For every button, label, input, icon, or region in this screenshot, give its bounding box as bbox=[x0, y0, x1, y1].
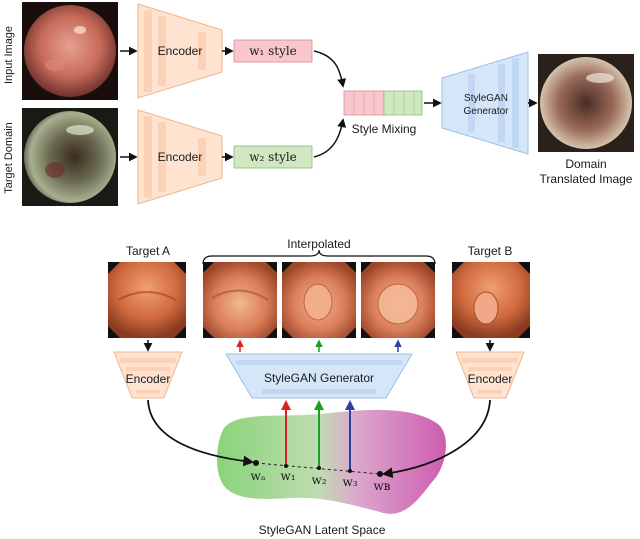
label-wb: wʙ bbox=[373, 479, 390, 493]
latent-space-blob bbox=[217, 409, 446, 514]
encoder-top: Encoder bbox=[137, 3, 223, 99]
point-w2 bbox=[317, 466, 321, 470]
target-a-label: Target A bbox=[126, 244, 170, 258]
encoder-b: Encoder bbox=[455, 351, 525, 399]
point-wa bbox=[253, 460, 259, 466]
target-b-label: Target B bbox=[468, 244, 513, 258]
output-label-line1: Domain bbox=[565, 157, 606, 171]
stylegan-generator-top: StyleGAN Generator bbox=[441, 51, 529, 155]
target-domain-image bbox=[22, 108, 118, 206]
interpolated-image-2 bbox=[282, 262, 356, 338]
encoder-b-label: Encoder bbox=[468, 372, 513, 386]
arrow-encoder-b-to-wb bbox=[381, 399, 491, 479]
w1-style-label: w₁ style bbox=[249, 44, 297, 58]
point-wb bbox=[377, 471, 383, 477]
interpolated-image-3 bbox=[361, 262, 435, 338]
encoder-bottom: Encoder bbox=[137, 109, 223, 205]
w2-style-label: w₂ style bbox=[249, 150, 297, 164]
translated-image bbox=[538, 54, 634, 152]
encoder-a-label: Encoder bbox=[126, 372, 171, 386]
stylegan-generator-bottom: StyleGAN Generator bbox=[225, 353, 413, 399]
target-a-image bbox=[108, 262, 186, 338]
interpolated-image-1 bbox=[203, 262, 277, 338]
generator-bottom-label: StyleGAN Generator bbox=[264, 371, 374, 385]
style-mixing-box bbox=[343, 90, 423, 116]
style-mixing-label: Style Mixing bbox=[352, 122, 417, 136]
label-w2: w₂ bbox=[311, 473, 326, 487]
w2-style-box: w₂ style bbox=[233, 145, 313, 169]
encoder-bottom-label: Encoder bbox=[158, 150, 203, 164]
target-domain-label: Target Domain bbox=[3, 122, 15, 194]
input-image bbox=[22, 2, 118, 100]
generator-top-line2: Generator bbox=[463, 106, 509, 117]
interpolated-bracket bbox=[202, 249, 436, 265]
input-image-label: Input Image bbox=[3, 26, 15, 84]
output-label-line2: Translated Image bbox=[540, 172, 633, 186]
arrow-w1-to-mixing bbox=[313, 50, 347, 88]
label-w1: w₁ bbox=[280, 469, 295, 483]
point-w3 bbox=[348, 469, 352, 473]
encoder-top-label: Encoder bbox=[158, 44, 203, 58]
generator-top-line1: StyleGAN bbox=[464, 93, 508, 104]
label-w3: w₃ bbox=[342, 475, 357, 489]
interpolated-label: Interpolated bbox=[287, 237, 350, 251]
target-b-image bbox=[452, 262, 530, 338]
arrow-encoder-a-to-wa bbox=[147, 399, 255, 467]
latent-space-label: StyleGAN Latent Space bbox=[259, 523, 386, 537]
point-w1 bbox=[284, 464, 288, 468]
encoder-a: Encoder bbox=[113, 351, 183, 399]
arrow-w2-to-mixing bbox=[313, 118, 347, 158]
w1-style-box: w₁ style bbox=[233, 39, 313, 63]
label-wa: wₐ bbox=[251, 469, 266, 483]
